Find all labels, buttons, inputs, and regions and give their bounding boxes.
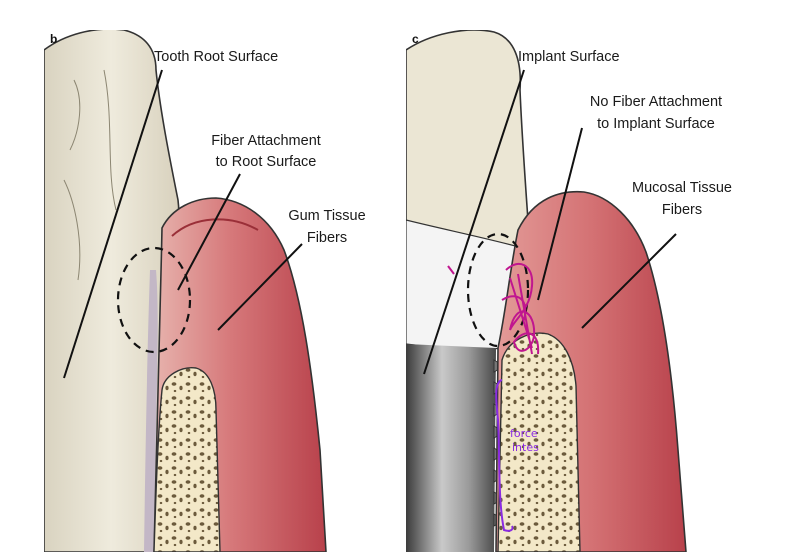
implant-body <box>406 344 496 552</box>
label-fiber-attachment-line1: Fiber Attachment <box>211 133 321 149</box>
label-mucosal-line1: Mucosal Tissue <box>632 180 732 196</box>
root-surface <box>144 270 158 552</box>
label-no-fiber-line1: No Fiber Attachment <box>589 94 723 110</box>
label-fiber-attachment-line2: to Root Surface <box>215 154 317 170</box>
attachment-region-outline <box>116 246 192 354</box>
label-implant-surface: Implant Surface <box>518 49 620 65</box>
leader-gum-tissue <box>217 243 303 331</box>
leader-implant-surface <box>423 69 525 375</box>
panel-letter: b <box>50 32 58 46</box>
implant-crown <box>406 30 531 261</box>
leader-fiber-attachment <box>177 173 241 291</box>
label-mucosal-line2: Fibers <box>661 202 703 218</box>
leader-no-fiber <box>537 127 583 301</box>
natural-tooth-illustration <box>44 30 327 552</box>
label-gum-tissue-line1: Gum Tissue <box>288 208 366 224</box>
label-no-fiber-line2: to Implant Surface <box>597 116 715 132</box>
bone <box>153 367 221 552</box>
annotation-mark <box>447 265 455 275</box>
attachment-region-outline <box>466 232 530 348</box>
handwriting-line1: force <box>510 427 538 440</box>
leader-mucosal <box>581 233 677 329</box>
panel-c: c Implant Surface No Fiber Attachment to… <box>406 30 752 552</box>
annotation-bracket-purple <box>495 379 514 532</box>
panel-b: b Tooth Root Surface Fiber Attachment to… <box>44 30 390 552</box>
implant-illustration <box>406 30 687 552</box>
leader-tooth-root <box>63 69 163 379</box>
handwriting-line2: intes <box>512 441 539 454</box>
bone <box>497 332 581 552</box>
panel-letter: c <box>412 32 419 46</box>
label-gum-tissue-line2: Fibers <box>306 230 348 246</box>
annotation-scribble-magenta <box>501 262 540 355</box>
label-tooth-root-surface: Tooth Root Surface <box>154 49 279 65</box>
